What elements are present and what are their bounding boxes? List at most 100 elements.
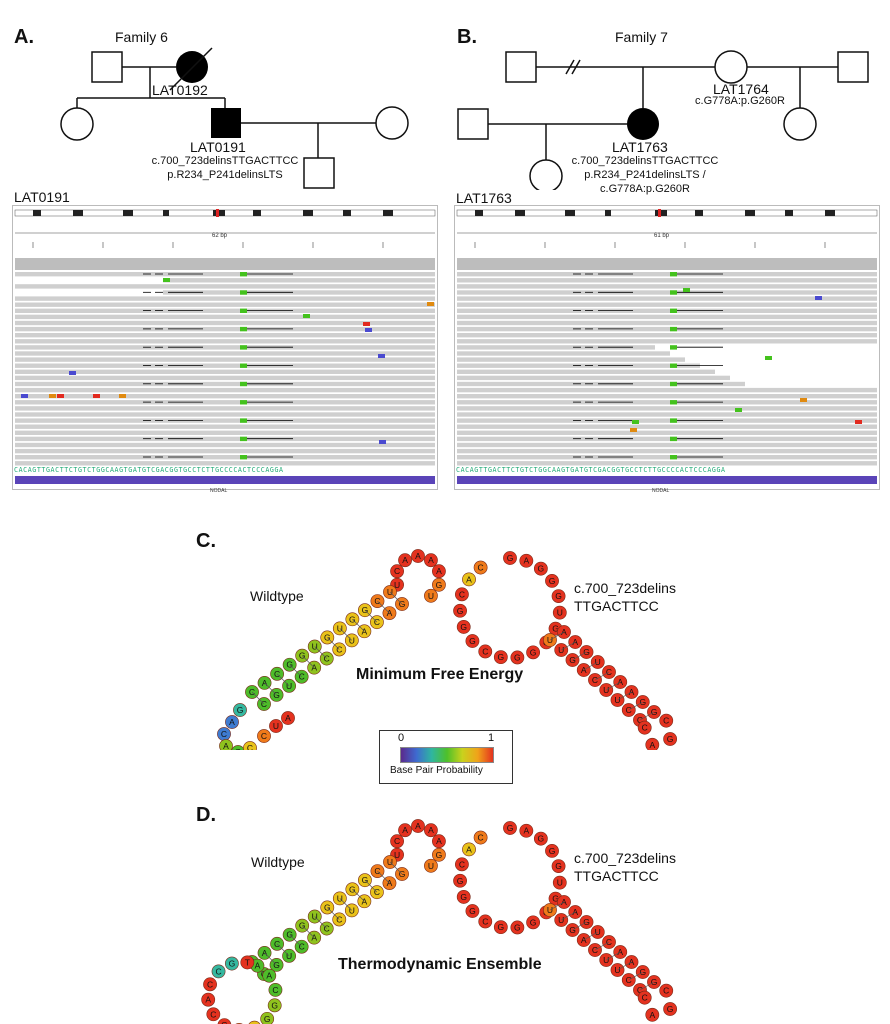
nucleotide: G [453, 603, 467, 618]
svg-text:C: C [642, 993, 648, 1003]
svg-text:C: C [299, 672, 305, 682]
nucleotide: C [455, 587, 469, 602]
pedigree-b-spouse [457, 108, 489, 140]
nucleotide: C [243, 741, 257, 750]
nucleotide: U [552, 875, 567, 890]
svg-text:G: G [667, 734, 674, 744]
nucleotide: G [493, 650, 508, 665]
pedigree-b-halfsib [783, 107, 817, 141]
pedigree-sibling [60, 107, 94, 141]
svg-text:C: C [478, 563, 484, 573]
svg-text:U: U [557, 608, 563, 618]
svg-text:C: C [324, 654, 330, 664]
nucleotide: G [545, 573, 559, 588]
svg-text:G: G [460, 622, 467, 632]
igv-sample-b: LAT1763 [456, 190, 512, 206]
nucleotide: G [533, 561, 548, 576]
svg-text:G: G [667, 1004, 674, 1014]
svg-text:G: G [457, 606, 464, 616]
nucleotide: C [659, 983, 674, 998]
nucleotide: G [526, 645, 541, 660]
svg-text:U: U [349, 635, 355, 645]
pedigree-spouse [375, 106, 409, 140]
svg-text:G: G [324, 902, 331, 912]
nucleotide: U [424, 858, 438, 873]
igv-gene-a: NODAL [210, 488, 228, 494]
svg-text:A: A [387, 878, 393, 888]
svg-text:A: A [436, 566, 442, 576]
nucleotide: G [551, 859, 566, 874]
nucleotide: G [533, 831, 548, 846]
svg-text:A: A [523, 826, 529, 836]
nucleotide: A [225, 715, 239, 729]
svg-text:U: U [394, 580, 400, 590]
svg-text:A: A [561, 627, 567, 637]
nucleotide: G [224, 956, 239, 971]
svg-text:C: C [482, 916, 488, 926]
igv-gene-b: NODAL [652, 488, 670, 494]
nucleotide: A [248, 1020, 261, 1024]
nucleotide: C [268, 982, 283, 997]
nucleotide: C [473, 560, 488, 575]
svg-text:A: A [428, 825, 434, 835]
pedigree-b-grandmother [714, 50, 748, 84]
svg-text:A: A [436, 836, 442, 846]
nucleotide: A [519, 553, 534, 568]
nucleotide: G [551, 589, 566, 604]
title-mfe: Minimum Free Energy [356, 666, 524, 683]
mutant-label-c-1: c.700_723delins [574, 580, 676, 596]
igv-track-a [12, 205, 438, 490]
svg-text:A: A [415, 821, 421, 831]
svg-text:A: A [285, 713, 291, 723]
nucleotide: C [659, 713, 674, 728]
svg-text:C: C [324, 924, 330, 934]
svg-text:G: G [549, 846, 556, 856]
mother-id: LAT0192 [152, 82, 208, 98]
svg-text:U: U [349, 905, 355, 915]
svg-text:A: A [266, 971, 272, 981]
nucleotide: A [462, 572, 476, 587]
nucleotide: G [432, 577, 446, 592]
family-7-label: Family 7 [615, 29, 668, 45]
igv-sample-a: LAT0191 [14, 189, 70, 205]
nucleotide: C [206, 1007, 221, 1022]
svg-text:C: C [221, 729, 227, 739]
nucleotide: C [390, 564, 404, 579]
svg-text:C: C [663, 716, 669, 726]
igv-sequence-a: CACAGTTGACTTCTGTCTGGCAAGTGATGTCGACGGTGCC… [14, 466, 284, 474]
nucleotide: A [398, 553, 412, 568]
svg-text:G: G [552, 894, 559, 904]
svg-text:C: C [210, 1009, 216, 1019]
svg-text:A: A [311, 933, 317, 943]
svg-text:C: C [247, 743, 253, 750]
svg-text:A: A [572, 907, 578, 917]
svg-text:A: A [223, 741, 229, 750]
svg-text:C: C [207, 979, 213, 989]
igv-track-b [454, 205, 880, 490]
svg-text:G: G [221, 1020, 228, 1024]
svg-text:A: A [387, 608, 393, 618]
father-variant-b: c.G778A:p.G260R [695, 95, 785, 107]
svg-text:A: A [617, 947, 623, 957]
nucleotide: A [424, 823, 438, 838]
svg-text:G: G [498, 922, 505, 932]
svg-text:C: C [215, 966, 221, 976]
svg-text:C: C [663, 986, 669, 996]
nucleotide: A [432, 834, 446, 849]
svg-text:A: A [629, 957, 635, 967]
svg-text:A: A [649, 1010, 655, 1020]
svg-text:C: C [374, 617, 380, 627]
svg-text:G: G [229, 959, 236, 969]
svg-text:A: A [402, 555, 408, 565]
svg-text:C: C [459, 589, 465, 599]
svg-text:G: G [324, 632, 331, 642]
nucleotide: A [201, 992, 216, 1007]
svg-text:G: G [235, 747, 242, 750]
svg-text:A: A [629, 687, 635, 697]
nucleotide: A [645, 1007, 660, 1022]
proband-variant-a-1: c.700_723delinsTTGACTTCC [151, 155, 299, 167]
svg-text:A: A [255, 961, 261, 971]
pedigree-proband-affected [211, 108, 241, 138]
legend-min: 0 [398, 732, 405, 744]
proband-id-b: LAT1763 [612, 139, 668, 155]
